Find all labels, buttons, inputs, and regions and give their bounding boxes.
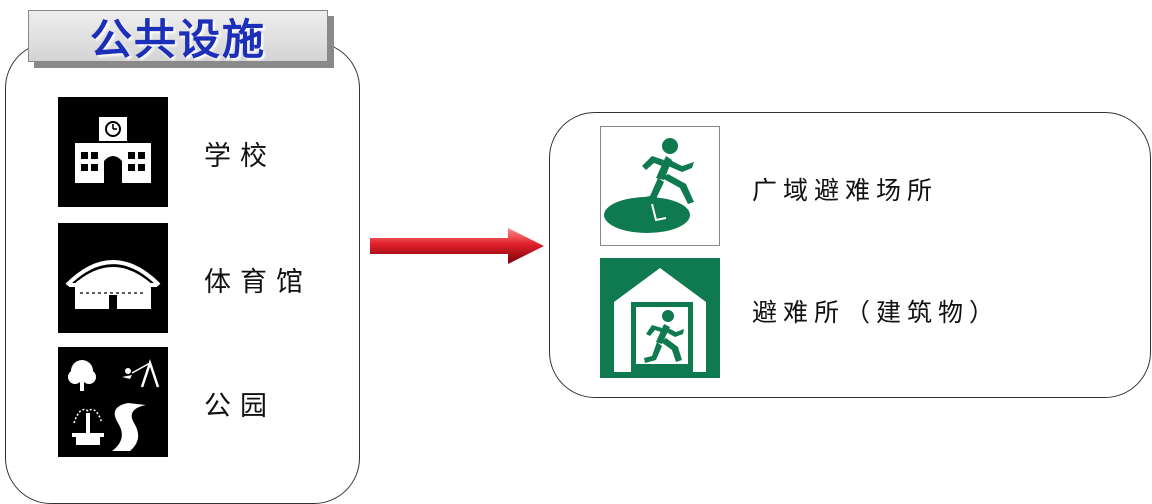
facility-label-park: 公园 (204, 391, 276, 422)
park-icon (58, 347, 168, 457)
evacuation-shelter-icon (600, 258, 720, 378)
evacuation-label-shelter: 避难所（建筑物） (752, 298, 1001, 327)
facility-label-school: 学校 (204, 141, 276, 172)
title-banner: 公共设施 (28, 10, 328, 64)
right-arrow-icon (370, 228, 544, 264)
evacuation-label-wide-area: 广域避难场所 (752, 176, 939, 205)
wide-area-evacuation-icon (600, 126, 720, 246)
facility-label-gymnasium: 体育馆 (204, 267, 312, 298)
gymnasium-icon (58, 223, 168, 333)
page-title: 公共设施 (89, 14, 266, 64)
school-icon (58, 97, 168, 207)
